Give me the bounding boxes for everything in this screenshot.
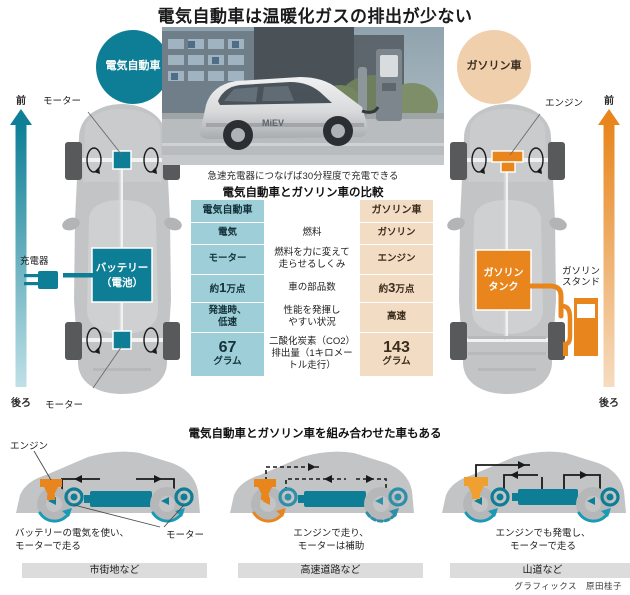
table-title: 電気自動車とガソリン車の比較: [222, 187, 384, 199]
cell-ev-4: 発進時、 低速: [191, 302, 264, 333]
cell-mid-0: [264, 200, 360, 223]
battery-label-line1: バッテリー: [96, 262, 149, 274]
battery-label-line2: （電池）: [101, 276, 143, 289]
ev-charger-label: 充電器: [20, 256, 49, 267]
table-row: 電気自動車 ガソリン車: [191, 200, 433, 223]
hybrid-car-3: [442, 451, 626, 523]
photo-car: MiEV: [200, 77, 380, 150]
charger-plug-icon: [24, 271, 58, 289]
comparison-table: 電気自動車 ガソリン車 電気 燃料 ガソリン モーター 燃料を力に変えて 走らせ…: [191, 200, 433, 377]
cell-ev-1: 電気: [191, 222, 264, 245]
table-row: 発進時、 低速 性能を発揮し やすい状況 高速: [191, 302, 433, 333]
cell-gas-4: 高速: [360, 302, 433, 333]
cell-mid-1: 燃料: [264, 222, 360, 245]
direction-arrow-gas: 前 後ろ: [588, 92, 630, 409]
hybrid-car-1: [16, 450, 200, 528]
table-row: モーター 燃料を力に変えて 走らせるしくみ エンジン: [191, 244, 433, 275]
ev-car-diagram: バッテリー （電池）: [62, 104, 182, 394]
arrow-shaft-teal: [15, 125, 27, 387]
gas-engine-label: エンジン: [545, 98, 584, 109]
ev-charging-photo: MiEV: [162, 27, 444, 165]
photo-caption: 急速充電器につなげば30分程度で充電できる: [207, 171, 399, 182]
hybrid-band-3: 山道など: [450, 563, 630, 578]
arrow-shaft-orange: [603, 125, 615, 387]
cell-ev-0: 電気自動車: [191, 200, 264, 223]
hybrid-caption-3: エンジンでも発電し、 モーターで走る: [495, 528, 591, 552]
cell-ev-5: 67 グラム: [191, 332, 264, 377]
cell-ev-2: モーター: [191, 244, 264, 275]
gas-station-label-line1: ガソリン: [562, 266, 601, 277]
hybrid-caption-2: エンジンで走り、 モーターは補助: [293, 528, 369, 552]
direction-front-label-right: 前: [604, 96, 614, 107]
badge-gas: ガソリン車: [457, 30, 531, 104]
cell-ev-3-suffix: 万点: [226, 283, 246, 295]
gas-car-diagram: ガソリン タンク: [447, 104, 567, 394]
cell-gas-0: ガソリン車: [360, 200, 433, 223]
cell-mid-5: 二酸化炭素（CO2） 排出量（1キロメー トル走行）: [264, 332, 360, 377]
table-row: 電気 燃料 ガソリン: [191, 222, 433, 245]
photo-illustration: MiEV: [162, 27, 444, 165]
tank-label-line1: ガソリン: [484, 266, 524, 279]
graphics-credit: グラフィックス 原田桂子: [514, 581, 622, 591]
cell-mid-3: 車の部品数: [264, 274, 360, 303]
photo-car-badge: MiEV: [262, 118, 284, 128]
hybrid-band-1: 市街地など: [22, 563, 207, 578]
arrow-head-up-teal: [10, 109, 32, 125]
cell-ev-5-unit: グラム: [213, 356, 242, 368]
gas-pump-icon: [559, 298, 598, 356]
direction-rear-label-right: 後ろ: [599, 398, 619, 409]
cell-gas-3-num: 3: [388, 279, 396, 295]
cell-ev-3-prefix: 約: [209, 283, 220, 295]
direction-front-label-left: 前: [16, 96, 26, 107]
cell-gas-5-num: 143: [383, 339, 410, 357]
hybrid-car-2: [230, 451, 414, 523]
cell-gas-3-suffix: 万点: [395, 283, 415, 295]
cell-mid-4: 性能を発揮し やすい状況: [264, 302, 360, 333]
engine-shape: [491, 150, 524, 173]
ev-motor-bottom-label: モーター: [45, 400, 84, 411]
ev-motor-top-label: モーター: [43, 96, 82, 107]
badge-ev: 電気自動車: [96, 30, 170, 104]
cell-ev-3-num: 1: [219, 279, 227, 295]
page-title: 電気自動車は温暖化ガスの排出が少ない: [157, 7, 473, 26]
tank-label-line2: タンク: [489, 281, 519, 293]
cell-ev-5-num: 67: [218, 339, 237, 357]
hybrid-band-2: 高速道路など: [238, 563, 423, 578]
direction-arrow-ev: 前 後ろ: [0, 92, 42, 409]
hybrid-caption-1: バッテリーの電気を使い、 モーターで走る: [15, 528, 130, 552]
cell-gas-5-unit: グラム: [382, 356, 411, 368]
hybrid-motor-label-1: モーター: [166, 530, 205, 541]
cell-gas-5: 143 グラム: [360, 332, 433, 377]
table-row: 67 グラム 二酸化炭素（CO2） 排出量（1キロメー トル走行） 143 グラ…: [191, 332, 433, 377]
cell-ev-3: 約1万点: [191, 274, 264, 303]
cell-mid-2: 燃料を力に変えて 走らせるしくみ: [264, 244, 360, 275]
direction-rear-label-left: 後ろ: [11, 398, 31, 409]
cell-gas-3: 約3万点: [360, 274, 433, 303]
hybrid-engine-label-1: エンジン: [10, 441, 49, 452]
arrow-head-up-orange: [598, 109, 620, 125]
cell-gas-1: ガソリン: [360, 222, 433, 245]
cell-gas-3-prefix: 約: [378, 283, 389, 295]
gas-station-label-line2: スタンド: [562, 277, 601, 288]
table-row: 約1万点 車の部品数 約3万点: [191, 274, 433, 303]
hybrid-section-title: 電気自動車とガソリン車を組み合わせた車もある: [188, 428, 442, 440]
cell-gas-2: エンジン: [360, 244, 433, 275]
